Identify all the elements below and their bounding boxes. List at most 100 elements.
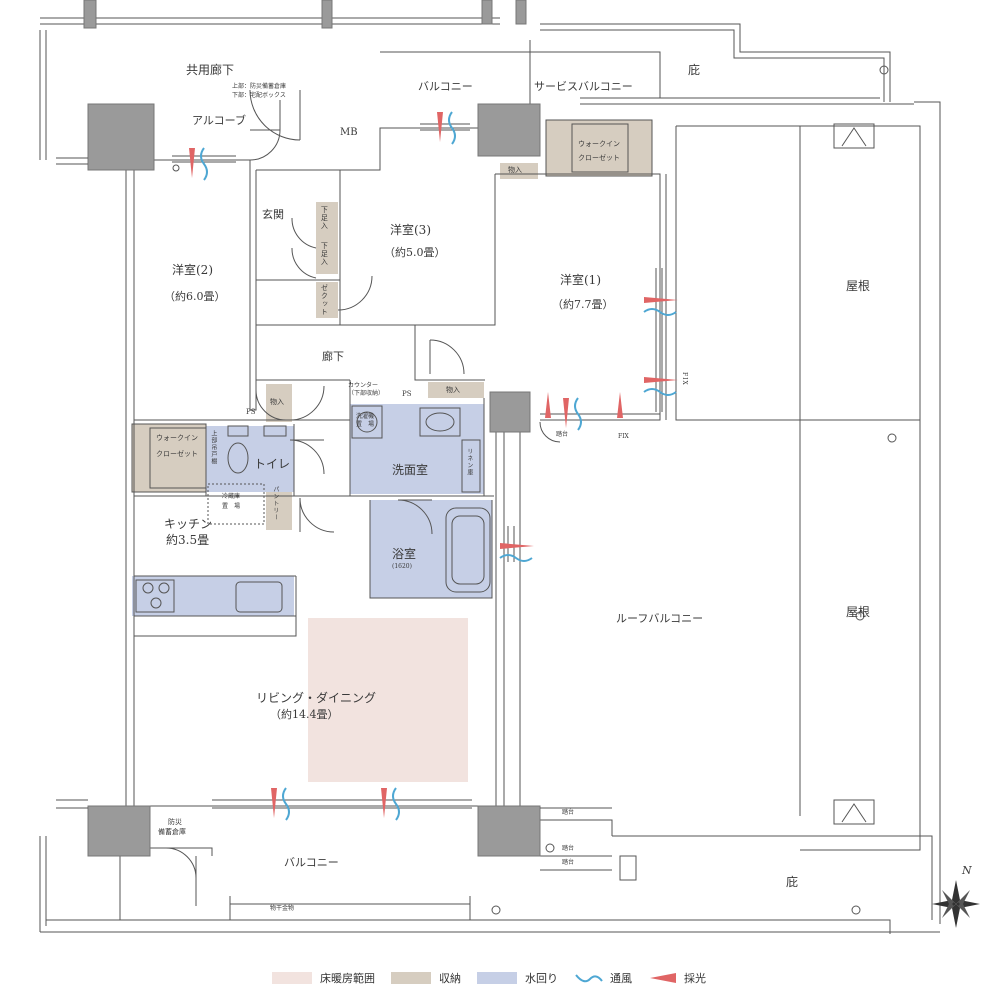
label-fix-2: FIX bbox=[618, 433, 629, 440]
label-storage-mid: 物入 bbox=[446, 386, 460, 394]
label-western3-name: 洋室(3) bbox=[390, 223, 431, 237]
label-upper-note-1: 上部：防災備蓄倉庫 bbox=[232, 83, 287, 90]
label-washroom: 洗面室 bbox=[392, 463, 429, 477]
column-top-corner-3 bbox=[515, 0, 527, 25]
label-disaster-store-2: 備蓄倉庫 bbox=[158, 828, 186, 836]
column-top-corner-4 bbox=[481, 0, 493, 25]
label-fridge-1: 冷蔵庫 bbox=[222, 493, 241, 500]
label-step-4: 踏台 bbox=[562, 859, 575, 866]
label-balcony-top: バルコニー bbox=[418, 80, 473, 93]
storage-mid bbox=[428, 382, 484, 398]
label-western2-size: （約6.0畳） bbox=[164, 290, 226, 303]
column-top-corner bbox=[83, 0, 97, 29]
daylight-arrow-icon bbox=[271, 788, 277, 818]
label-bathroom-size: (1620) bbox=[392, 563, 412, 570]
compass-icon bbox=[932, 880, 980, 928]
daylight-arrow-icon bbox=[545, 392, 551, 418]
label-washer-2: 置 場 bbox=[356, 421, 375, 428]
label-living-name: リビング・ダイニング bbox=[256, 691, 377, 705]
label-step-2: 踏台 bbox=[562, 809, 575, 816]
airflow-light-markers bbox=[189, 111, 678, 821]
legend-label: 採光 bbox=[684, 972, 706, 985]
walkin-closet-top bbox=[546, 120, 652, 176]
column-top-mid bbox=[477, 103, 541, 157]
legend-label: 床暖房範囲 bbox=[320, 972, 375, 985]
legend-item-ventilation: 通風 bbox=[574, 970, 632, 986]
kitchen-counter bbox=[132, 576, 294, 616]
legend-label: 通風 bbox=[610, 972, 632, 985]
compass-north-label: N bbox=[962, 864, 972, 877]
legend: 床暖房範囲 収納 水回り 通風 採光 bbox=[272, 968, 722, 988]
label-balcony-bottom: バルコニー bbox=[284, 856, 339, 869]
label-eaves-top: 庇 bbox=[688, 63, 701, 77]
label-counter-1: カウンター bbox=[348, 382, 379, 389]
label-bathroom-name: 浴室 bbox=[392, 547, 417, 561]
ventilation-wave-icon bbox=[575, 974, 603, 983]
label-hardware: 物干金物 bbox=[270, 905, 295, 912]
label-linen: リネン庫 bbox=[465, 448, 473, 476]
legend-swatch bbox=[477, 972, 517, 984]
label-roof-2: 屋根 bbox=[846, 605, 871, 619]
daylight-arrow-icon bbox=[189, 148, 195, 178]
label-roof-balcony: ルーフバルコニー bbox=[616, 612, 704, 625]
legend-item-storage: 収納 bbox=[391, 970, 461, 986]
label-walkin-left-1: ウォークイン bbox=[156, 434, 198, 442]
ventilation-wave-icon bbox=[643, 308, 677, 316]
ventilation-wave-icon bbox=[200, 147, 208, 181]
column-top-left bbox=[87, 103, 155, 171]
label-kitchen-name: キッチン bbox=[164, 517, 213, 531]
label-walkin-top-2: クローゼット bbox=[578, 154, 620, 162]
column-top-corner-2 bbox=[321, 0, 333, 29]
label-upper-cabinet: 上部吊戸棚 bbox=[209, 430, 217, 465]
label-fridge-2: 置 場 bbox=[222, 503, 241, 510]
column-bottom-left bbox=[87, 805, 151, 857]
legend-label: 水回り bbox=[525, 972, 558, 985]
label-service-balcony: サービスバルコニー bbox=[534, 80, 633, 93]
walkin-closet-left bbox=[132, 424, 206, 492]
daylight-arrow-icon bbox=[563, 398, 569, 428]
label-entrance: 玄関 bbox=[262, 208, 284, 221]
label-western1-size: （約7.7畳） bbox=[552, 298, 614, 311]
label-walkin-left-2: クローゼット bbox=[156, 450, 198, 458]
daylight-arrow-icon bbox=[650, 973, 676, 983]
legend-label: 収納 bbox=[439, 972, 461, 985]
daylight-arrow-icon bbox=[500, 543, 534, 549]
daylight-arrow-icon bbox=[644, 297, 678, 303]
daylight-arrow-icon bbox=[381, 788, 387, 818]
label-living-size: （約14.4畳） bbox=[270, 708, 339, 721]
label-western2-name: 洋室(2) bbox=[172, 263, 213, 277]
label-ps-2: PS bbox=[402, 390, 412, 398]
legend-swatch bbox=[391, 972, 431, 984]
ventilation-wave-icon bbox=[282, 787, 290, 821]
ventilation-wave-icon bbox=[448, 111, 456, 145]
shoe-closet-area bbox=[316, 282, 338, 318]
label-upper-note-2: 下部：宅配ボックス bbox=[232, 92, 286, 99]
ventilation-wave-icon bbox=[574, 397, 582, 431]
label-kitchen-size: 約3.5畳 bbox=[166, 533, 210, 547]
legend-item-daylight: 採光 bbox=[648, 970, 706, 986]
label-western1-name: 洋室(1) bbox=[560, 273, 601, 287]
label-disaster-store-1: 防災 bbox=[168, 818, 182, 826]
daylight-arrow-icon bbox=[437, 112, 443, 142]
ventilation-wave-icon bbox=[643, 388, 677, 396]
shoe-box-area bbox=[316, 202, 338, 274]
daylight-arrow-icon bbox=[644, 377, 678, 383]
label-fix-1: FIX bbox=[680, 372, 688, 386]
label-common-corridor: 共用廊下 bbox=[186, 63, 235, 77]
label-storage-top: 物入 bbox=[508, 166, 522, 174]
label-shoe-box-1: 下足入 bbox=[320, 206, 329, 230]
legend-item-floor-heating: 床暖房範囲 bbox=[272, 970, 375, 986]
label-toilet: トイレ bbox=[254, 457, 291, 471]
legend-item-water: 水回り bbox=[477, 970, 558, 986]
label-step-1: 踏台 bbox=[556, 431, 569, 438]
label-shoe-box-2: 下足入 bbox=[320, 242, 329, 266]
label-roof-1: 屋根 bbox=[846, 279, 871, 293]
label-ps-1: PS bbox=[246, 408, 256, 416]
daylight-arrow-icon bbox=[617, 392, 623, 418]
label-washer-1: 洗濯機 bbox=[356, 413, 375, 420]
column-bottom-mid bbox=[477, 805, 541, 857]
bathroom-area bbox=[370, 500, 492, 598]
label-counter-2: （下部収納） bbox=[348, 390, 385, 397]
